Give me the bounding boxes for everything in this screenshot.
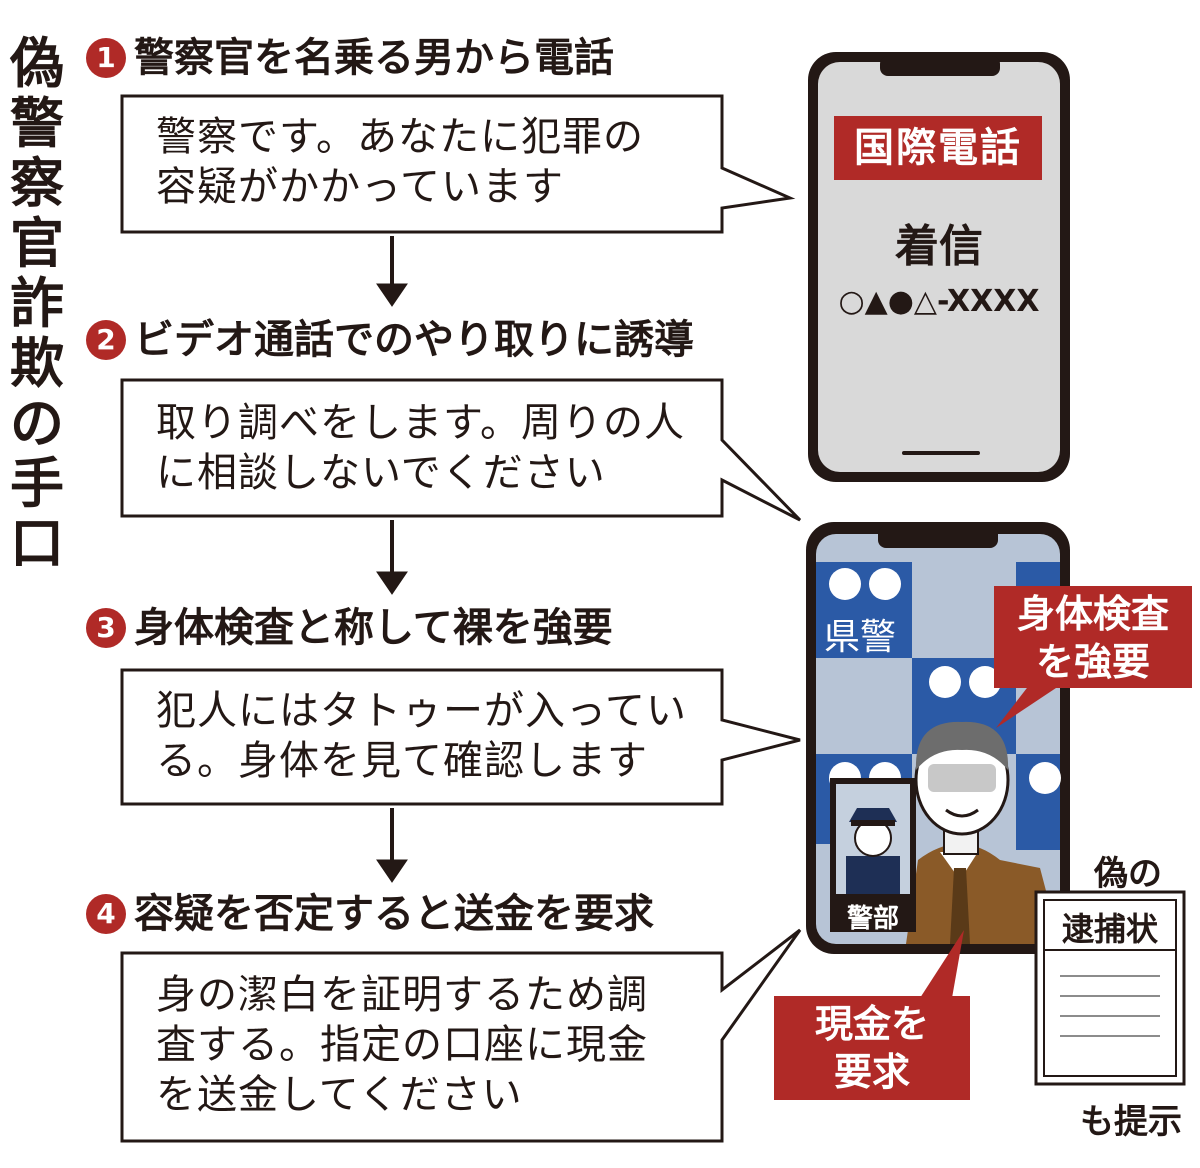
- bubble-line: を送金してください: [156, 1072, 523, 1118]
- step-4-heading: 4 容疑を否定すると送金を要求: [86, 890, 654, 938]
- title-char: 偽: [10, 32, 64, 95]
- bubble-line: に相談しないでください: [156, 450, 606, 496]
- vertical-title: 偽 警 察 官 詐 欺 の 手 口: [6, 34, 68, 574]
- step-number-badge: 2: [86, 320, 126, 360]
- step-heading-text: 容疑を否定すると送金を要求: [134, 891, 654, 937]
- speech-bubble-1: [120, 94, 796, 234]
- title-char: 欺: [10, 332, 64, 395]
- warrant-title: 逮捕状: [1061, 910, 1158, 948]
- bubble-line: 身の潔白を証明するため調: [156, 972, 648, 1018]
- title-char: 詐: [10, 272, 64, 335]
- caller-number: ○▲●△-XXXX: [838, 284, 1040, 319]
- step-1-heading: 1 警察官を名乗る男から電話: [86, 34, 614, 82]
- title-char: の: [10, 392, 64, 455]
- step-3-heading: 3 身体検査と称して裸を強要: [86, 604, 613, 652]
- speech-bubble-2: [120, 378, 802, 522]
- callout-money-demand: 現金を 要求: [774, 996, 970, 1100]
- step-heading-text: 警察官を名乗る男から電話: [134, 35, 614, 81]
- incoming-call-status: 着信: [895, 221, 983, 272]
- step-2-heading: 2 ビデオ通話でのやり取りに誘導: [86, 316, 694, 364]
- callout-line: 現金を: [814, 1002, 929, 1046]
- step-number-badge: 1: [86, 38, 126, 78]
- prefectural-police-sign: 県警: [824, 617, 897, 658]
- step-number-badge: 3: [86, 608, 126, 648]
- speech-bubble-4-text: 身の潔白を証明するため調 査する。指定の口座に現金 を送金してください: [156, 970, 648, 1120]
- speech-bubble-3-text: 犯人にはタトゥーが入ってい る。身体を見て確認します: [156, 686, 687, 786]
- speech-bubble-3: [120, 668, 801, 806]
- title-char: 手: [10, 452, 64, 515]
- speech-bubble-1-text: 警察です。あなたに犯罪の 容疑がかかっています: [156, 112, 644, 212]
- warrant-bottom-label: も提示: [1080, 1102, 1182, 1142]
- title-char: 警: [10, 92, 64, 155]
- bubble-line: 査する。指定の口座に現金: [156, 1022, 648, 1068]
- callout-line: 要求: [833, 1050, 910, 1094]
- down-arrow-icon: [376, 808, 408, 883]
- title-char: 官: [10, 212, 64, 275]
- officer-rank-label: 警部: [846, 904, 899, 934]
- callout-line: を強要: [1035, 640, 1150, 684]
- bubble-line: る。身体を見て確認します: [156, 738, 648, 784]
- callout-line: 身体検査: [1016, 592, 1169, 636]
- title-char: 口: [10, 512, 64, 575]
- step-heading-text: 身体検査と称して裸を強要: [134, 605, 613, 651]
- title-char: 察: [10, 152, 64, 215]
- speech-bubble-4: [120, 928, 802, 1143]
- down-arrow-icon: [376, 236, 408, 307]
- international-call-banner: 国際電話: [834, 116, 1042, 180]
- speech-bubble-2-text: 取り調べをします。周りの人 に相談しないでください: [156, 398, 685, 498]
- step-heading-text: ビデオ通話でのやり取りに誘導: [134, 317, 694, 363]
- step-number-badge: 4: [86, 894, 126, 934]
- fake-warrant-document: [1034, 890, 1186, 1086]
- bubble-line: 犯人にはタトゥーが入ってい: [156, 688, 687, 734]
- down-arrow-icon: [376, 520, 408, 595]
- callout-pointer: [920, 930, 964, 998]
- bubble-line: 取り調べをします。周りの人: [156, 400, 685, 446]
- bubble-line: 容疑がかかっています: [156, 164, 564, 210]
- bubble-line: 警察です。あなたに犯罪の: [156, 114, 644, 160]
- callout-body-search: 身体検査 を強要: [994, 586, 1192, 688]
- warrant-top-label: 偽の: [1094, 854, 1162, 894]
- callout-pointer: [996, 684, 1062, 728]
